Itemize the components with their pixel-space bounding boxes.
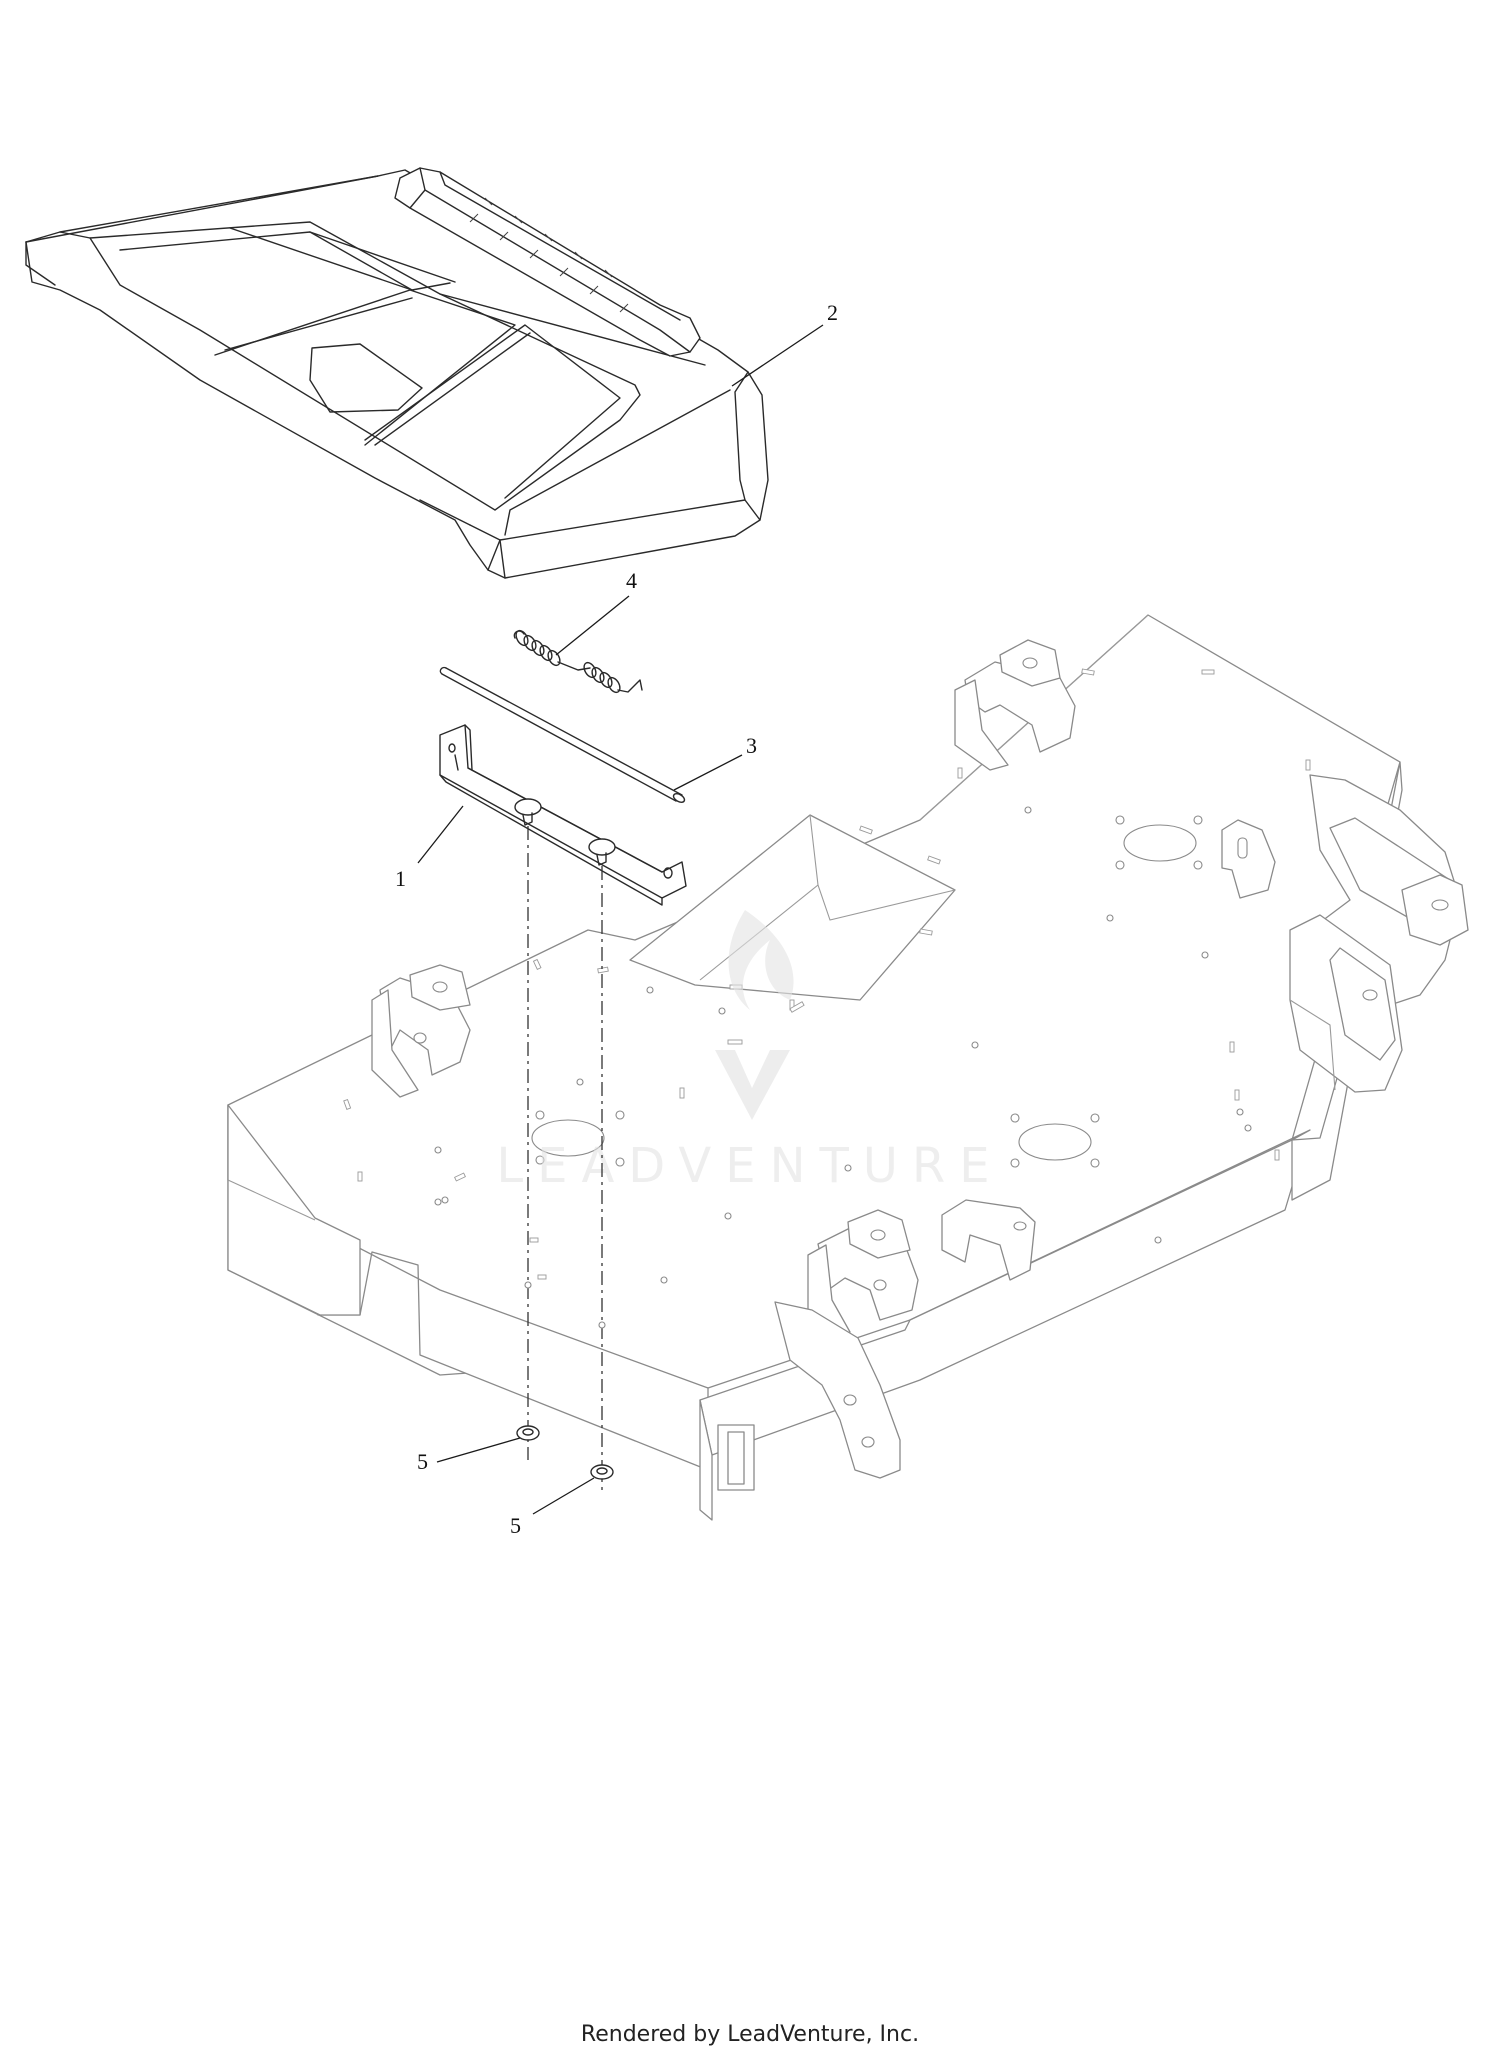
callout-1: 1 <box>395 866 406 891</box>
part-3-rod <box>439 666 686 803</box>
callouts: 1 2 3 4 5 5 <box>395 300 838 1538</box>
watermark: LEADVENTURE <box>496 910 1003 1194</box>
part-1-bracket <box>439 724 687 906</box>
deck-frame <box>227 614 1469 1521</box>
part-4-spring <box>513 629 643 694</box>
callout-4: 4 <box>626 568 637 593</box>
leader-lines <box>417 324 824 1515</box>
watermark-text: LEADVENTURE <box>496 1138 1003 1194</box>
callout-2: 2 <box>827 300 838 325</box>
callout-3: 3 <box>746 733 757 758</box>
assembly-lines <box>524 826 606 1490</box>
footer-credit: Rendered by LeadVenture, Inc. <box>580 2022 920 2047</box>
callout-5b: 5 <box>510 1513 521 1538</box>
part-5-nuts <box>516 1425 614 1480</box>
part-2-foot-pan <box>25 167 769 579</box>
callout-5a: 5 <box>417 1449 428 1474</box>
